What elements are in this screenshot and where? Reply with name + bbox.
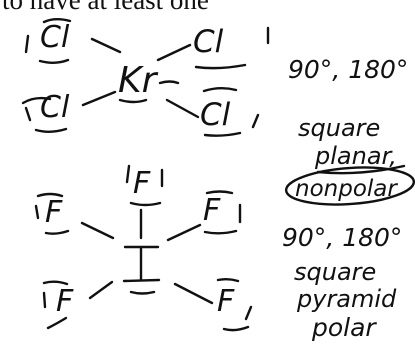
- central-atom-kr: Kr: [118, 60, 159, 101]
- bond-line: [80, 221, 115, 240]
- geometry-line2-1: planar,: [314, 142, 397, 170]
- molecule-krcl4: Cl Cl Kr Cl Cl: [21, 18, 270, 137]
- ligand-bottom-left: Cl: [40, 90, 70, 125]
- central-atom-i-glyph: [122, 245, 161, 283]
- bond-line: [156, 43, 192, 62]
- polarity-label-2: polar: [311, 313, 377, 342]
- circle-highlight: [284, 166, 415, 206]
- cropped-text-line: to have at least one: [2, 0, 209, 15]
- ligand-top: F: [133, 166, 151, 201]
- lone-pair-mark: [205, 190, 234, 195]
- bond-line: [173, 282, 214, 305]
- polarity-label-1: nonpolar: [295, 176, 398, 202]
- underline-mark: [316, 164, 406, 175]
- molecule-if5: F F F I F: [0, 0, 253, 332]
- lone-pair-mark: [42, 280, 69, 286]
- lone-pair-mark: [129, 201, 162, 207]
- ligand-top-right: Cl: [193, 24, 224, 60]
- bond-line: [166, 223, 202, 242]
- ligand-left: F: [45, 195, 63, 230]
- angles-label-1: 90°, 180°: [288, 55, 408, 84]
- ligand-top-left: Cl: [40, 20, 70, 55]
- lone-pair-mark: [24, 106, 32, 122]
- lone-pair-mark: [202, 87, 238, 93]
- lone-pair-mark: [118, 98, 148, 104]
- lone-pair-mark: [36, 192, 64, 198]
- lone-pair-mark: [244, 305, 253, 321]
- lone-pair-mark: [203, 131, 242, 137]
- lone-pair-mark: [44, 229, 70, 235]
- lone-pair-mark: [38, 58, 70, 64]
- geometry-line1-2: square: [294, 258, 376, 286]
- lone-pair-mark: [194, 63, 247, 70]
- lone-pair-mark: [129, 290, 156, 295]
- central-atom-i: I: [0, 0, 1, 1]
- lone-pair-mark: [125, 164, 131, 184]
- lone-pair-mark: [203, 229, 238, 235]
- lone-pair-mark: [21, 96, 52, 105]
- lone-pair-mark: [42, 18, 72, 24]
- lone-pair-mark: [251, 113, 260, 129]
- lone-pair-mark: [158, 80, 180, 85]
- ligand-bottom-right: F: [217, 284, 235, 319]
- bond-line: [88, 280, 114, 300]
- geometry-line2-2: pyramid: [296, 285, 397, 313]
- bond-line: [165, 98, 200, 119]
- ligand-right: F: [203, 193, 221, 228]
- lone-pair-mark: [216, 278, 240, 283]
- lone-pair-mark: [46, 316, 68, 330]
- annotation-molecule2: 90°, 180° square pyramid polar: [282, 223, 402, 342]
- lone-pair-mark: [222, 325, 250, 332]
- lone-pair-mark: [34, 204, 40, 220]
- lone-pair-mark: [24, 34, 30, 54]
- ligand-bottom-right: Cl: [200, 97, 231, 133]
- bond-line: [81, 90, 117, 107]
- annotation-molecule1: 90°, 180° square planar, nonpolar: [284, 55, 415, 206]
- ligand-bottom-left: F: [56, 284, 74, 319]
- bond-line: [90, 37, 122, 54]
- angles-label-2: 90°, 180°: [282, 223, 402, 252]
- lone-pair-mark: [34, 127, 68, 133]
- lone-pair-mark: [42, 291, 47, 309]
- geometry-line1-1: square: [298, 114, 380, 142]
